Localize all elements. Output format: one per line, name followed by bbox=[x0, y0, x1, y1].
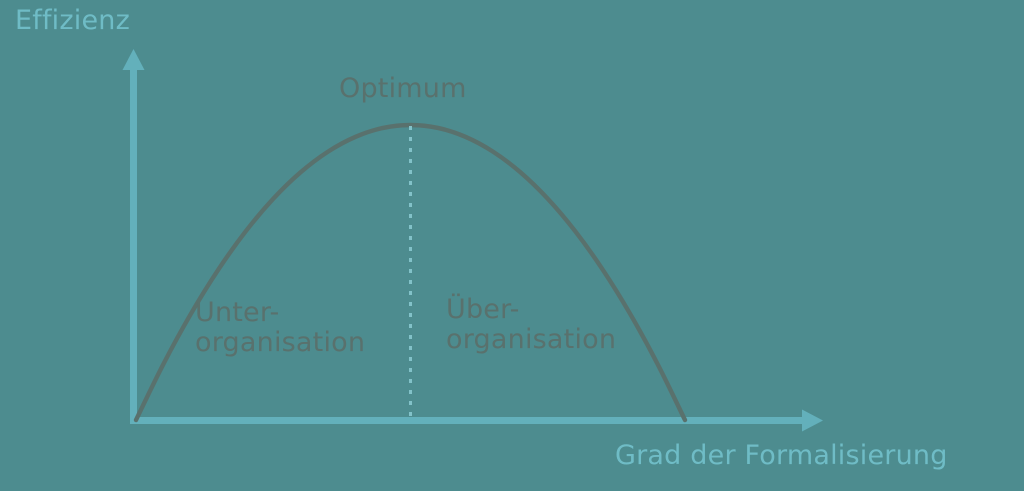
optimum-label: Optimum bbox=[339, 73, 467, 104]
efficiency-curve bbox=[133, 122, 688, 423]
under-organisation-line-1: Unter- bbox=[195, 297, 280, 328]
y-axis-title: Effizienz bbox=[15, 5, 130, 36]
x-axis-title: Grad der Formalisierung bbox=[615, 440, 948, 471]
y-axis-arrowhead bbox=[122, 49, 145, 70]
x-axis-arrowhead bbox=[802, 409, 823, 432]
under-organisation-label: Unter-organisation bbox=[195, 297, 366, 359]
over-organisation-line-1: Über- bbox=[446, 294, 520, 325]
over-organisation-line-2: organisation bbox=[446, 324, 617, 356]
over-organisation-label: Über-organisation bbox=[446, 294, 617, 356]
under-organisation-line-2: organisation bbox=[195, 327, 366, 359]
